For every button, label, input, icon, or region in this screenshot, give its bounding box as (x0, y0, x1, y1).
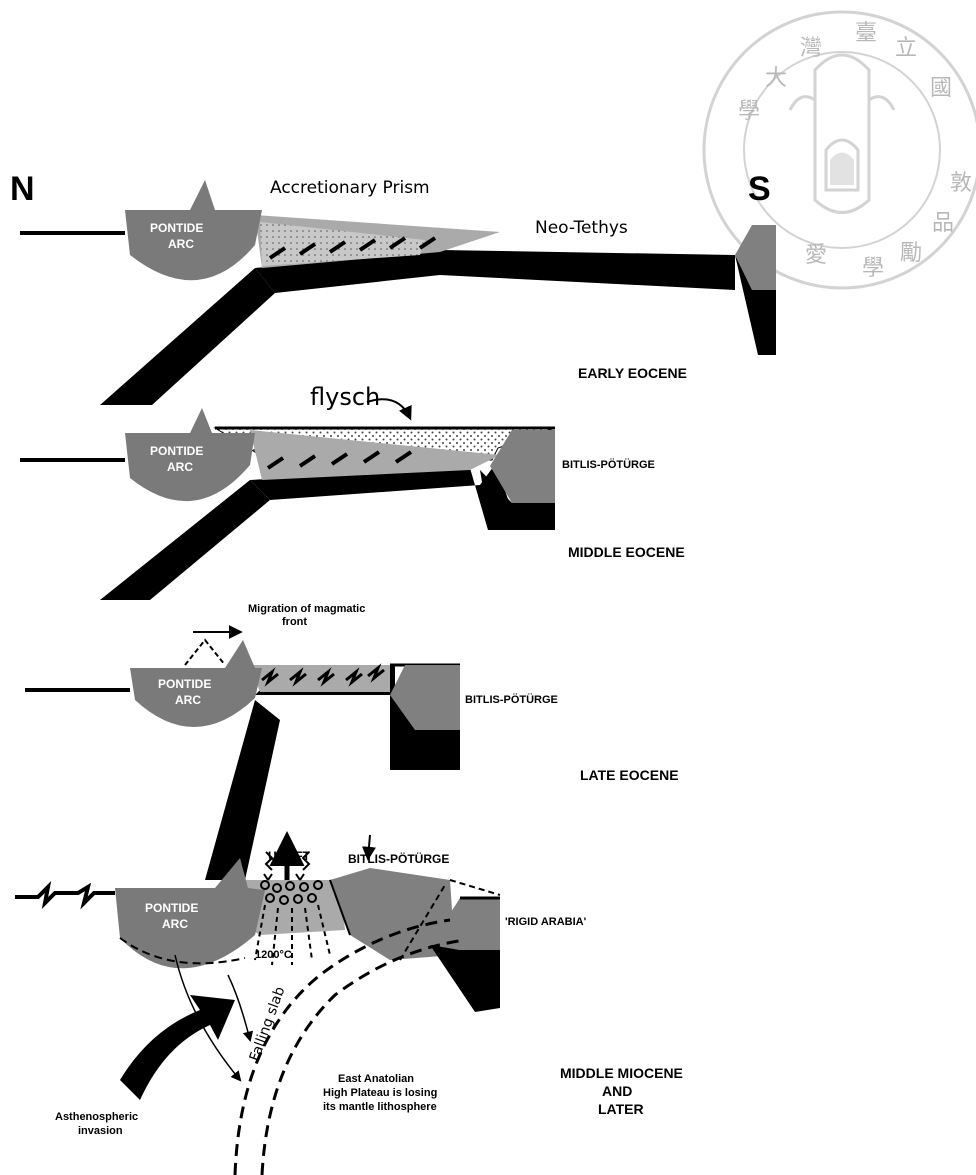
stage-label: EARLY EOCENE (578, 365, 687, 381)
seal-char: 臺 (855, 20, 877, 45)
seal-char: 學 (862, 255, 884, 280)
invasion-label: invasion (78, 1125, 123, 1137)
stage-label: LATE EOCENE (580, 767, 679, 783)
stage-label: MIDDLE EOCENE (568, 544, 685, 560)
arabia-label: 'RIGID ARABIA' (505, 916, 587, 928)
seal-char: 灣 (800, 35, 822, 60)
ocean-label: Neo-Tethys (535, 218, 628, 238)
subducting-slab (100, 268, 275, 405)
block-label: BITLIS-PÖTÜRGE (465, 693, 558, 706)
stage-label: MIDDLE MIOCENE (560, 1065, 683, 1081)
seal-char: 品 (932, 210, 954, 235)
arc-label: ARC (162, 917, 188, 931)
arc-label: ARC (168, 237, 194, 251)
uplift-label: UPLIFT (268, 849, 311, 863)
seal-char: 大 (765, 65, 787, 90)
compass-south: S (748, 170, 771, 208)
continent-surface (15, 887, 115, 903)
seal-char: 敦 (950, 170, 972, 195)
flysch-label: flysch (310, 383, 380, 411)
temperature-label: 1200°C (255, 949, 292, 961)
asthenospheric-invasion-arrow (120, 995, 235, 1100)
slab-label: Falling slab (247, 985, 289, 1064)
block-label: BITLIS-PÖTÜRGE (562, 458, 655, 471)
migration-label: front (282, 616, 307, 628)
prism-label: Accretionary Prism (270, 178, 430, 198)
stage-label: LATER (598, 1101, 644, 1117)
migration-label: Migration of magmatic (248, 603, 365, 615)
seal-char: 勵 (900, 240, 922, 265)
arc-label: PONTIDE (150, 221, 203, 235)
arc-label: PONTIDE (145, 901, 198, 915)
seal-char: 立 (895, 35, 917, 60)
compass-north: N (10, 170, 35, 208)
former-arc-outline (185, 640, 225, 665)
plateau-label: East Anatolian (338, 1073, 414, 1085)
stage-label: AND (602, 1083, 632, 1099)
panel-late-eocene: PONTIDE ARC Migration of magmatic front … (25, 603, 679, 880)
invasion-label: Asthenospheric (55, 1111, 138, 1123)
panel-middle-eocene: PONTIDE ARC flysch BITLIS-PÖTÜRGE MIDDLE… (20, 383, 685, 600)
seal-char: 愛 (805, 242, 827, 267)
arc-label: PONTIDE (150, 444, 203, 458)
block-label: BITLIS-PÖTÜRGE (348, 851, 449, 866)
panel-middle-miocene: PONTIDE ARC UPLIFT BITLIS-PÖTÜRGE 'RIGID… (15, 835, 683, 1175)
seal-char: 國 (930, 75, 952, 100)
panel-early-eocene: PONTIDE ARC Accretionary Prism Neo-Tethy… (20, 178, 776, 405)
arc-label: ARC (167, 460, 193, 474)
seal-char: 學 (738, 98, 760, 123)
plateau-label: its mantle lithosphere (323, 1101, 437, 1113)
plateau-label: High Plateau is losing (323, 1087, 437, 1099)
arc-label: PONTIDE (158, 677, 211, 691)
arc-label: ARC (175, 693, 201, 707)
